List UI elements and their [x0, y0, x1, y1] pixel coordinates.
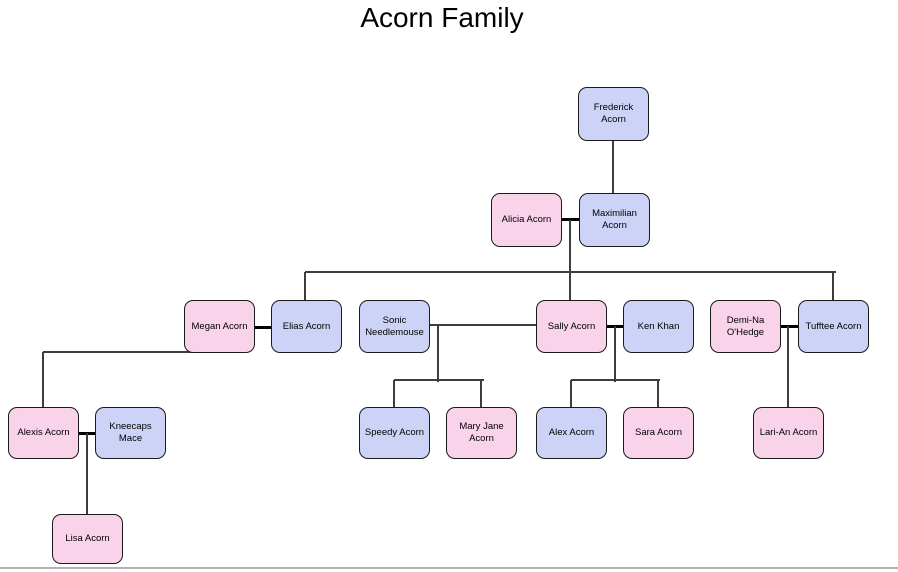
person-node-alicia-acorn[interactable]: Alicia Acorn	[491, 193, 562, 247]
descent-line	[787, 326, 789, 409]
person-node-ken-khan[interactable]: Ken Khan	[623, 300, 694, 353]
person-node-lisa-acorn[interactable]: Lisa Acorn	[52, 514, 123, 564]
person-label: Speedy Acorn	[364, 427, 425, 439]
person-label: Alex Acorn	[548, 427, 595, 439]
descent-line	[657, 380, 659, 409]
person-node-speedy-acorn[interactable]: Speedy Acorn	[359, 407, 430, 459]
descent-line	[437, 325, 439, 382]
person-label: Elias Acorn	[282, 320, 331, 332]
marriage-line	[254, 325, 274, 329]
descent-line	[832, 272, 834, 302]
person-label: Ken Khan	[637, 320, 680, 332]
descent-line	[614, 326, 616, 382]
person-node-sara-acorn[interactable]: Sara Acorn	[623, 407, 694, 459]
descent-line	[43, 351, 222, 353]
person-label: Alexis Acorn	[17, 427, 70, 439]
marriage-line	[607, 324, 626, 328]
descent-line	[86, 433, 88, 516]
person-node-sally-acorn[interactable]: Sally Acorn	[536, 300, 607, 353]
descent-line	[571, 379, 660, 381]
person-node-alex-acorn[interactable]: Alex Acorn	[536, 407, 607, 459]
descent-line	[393, 380, 395, 409]
person-label: Tufftee Acorn	[805, 320, 862, 332]
descent-line	[569, 220, 571, 274]
marriage-line	[79, 431, 99, 435]
descent-line	[42, 352, 44, 409]
person-label: Sara Acorn	[635, 427, 682, 439]
person-node-elias-acorn[interactable]: Elias Acorn	[271, 300, 342, 353]
descent-line	[394, 379, 484, 381]
descent-line	[430, 324, 539, 326]
descent-line	[304, 272, 306, 302]
person-node-lari-an-acorn[interactable]: Lari-An Acorn	[753, 407, 824, 459]
person-label: Sally Acorn	[547, 320, 596, 332]
marriage-line	[562, 217, 582, 221]
descent-line	[570, 380, 572, 409]
descent-line	[612, 140, 614, 196]
person-label: Lisa Acorn	[65, 533, 110, 545]
person-label: Megan Acorn	[191, 320, 248, 332]
footer-divider	[0, 567, 898, 569]
person-label: Alicia Acorn	[501, 214, 552, 226]
descent-line	[480, 380, 482, 409]
descent-line	[569, 272, 571, 302]
person-label: Lari-An Acorn	[759, 427, 818, 439]
diagram-title: Acorn Family	[360, 2, 524, 33]
person-node-megan-acorn[interactable]: Megan Acorn	[184, 300, 255, 353]
person-node-tufftee-acorn[interactable]: Tufftee Acorn	[798, 300, 869, 353]
marriage-line	[781, 324, 801, 328]
person-node-alexis-acorn[interactable]: Alexis Acorn	[8, 407, 79, 459]
